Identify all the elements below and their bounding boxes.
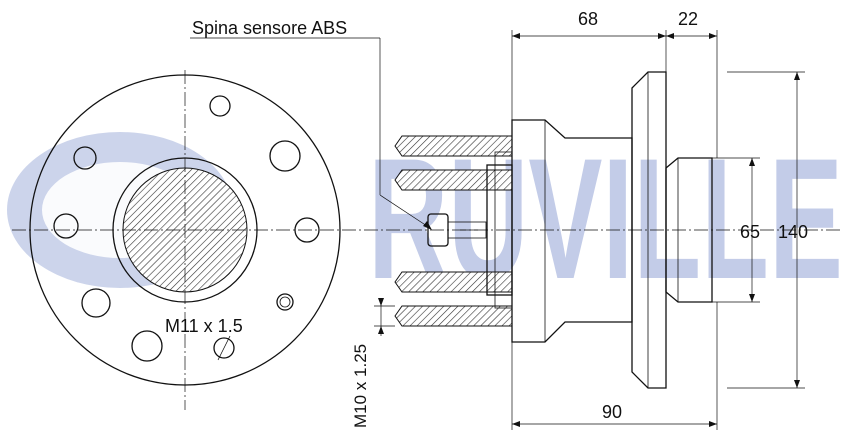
abs-pin-label: Spina sensore ABS (192, 18, 347, 38)
side-view (394, 71, 713, 389)
wheel-stud-label: M11 x 1.5 (165, 316, 243, 336)
stud-hole (269, 140, 301, 172)
wheel-stud (394, 169, 513, 191)
wheel-stud (394, 305, 513, 327)
dim-90: 90 (602, 402, 622, 422)
dim-22: 22 (678, 9, 698, 29)
wheel-stud (394, 135, 513, 157)
bolt-thread-label: M10 x 1.25 (351, 344, 370, 428)
stud-hole (73, 146, 97, 170)
stud-hole (53, 213, 79, 239)
stud-symbol (213, 337, 235, 359)
stud-hole (81, 288, 111, 318)
dim-65: 65 (740, 222, 760, 242)
dim-140: 140 (778, 222, 808, 242)
dim-68: 68 (578, 9, 598, 29)
abs-pin-callout: Spina sensore ABS (190, 18, 432, 230)
bolt-head (276, 293, 294, 311)
front-view: M11 x 1.5 (12, 70, 840, 410)
stud-hole (131, 330, 163, 362)
dimension-lines: 68 22 90 65 140 M10 x 1.25 (351, 9, 808, 430)
stud-hole (209, 95, 231, 117)
wheel-stud (394, 271, 513, 293)
